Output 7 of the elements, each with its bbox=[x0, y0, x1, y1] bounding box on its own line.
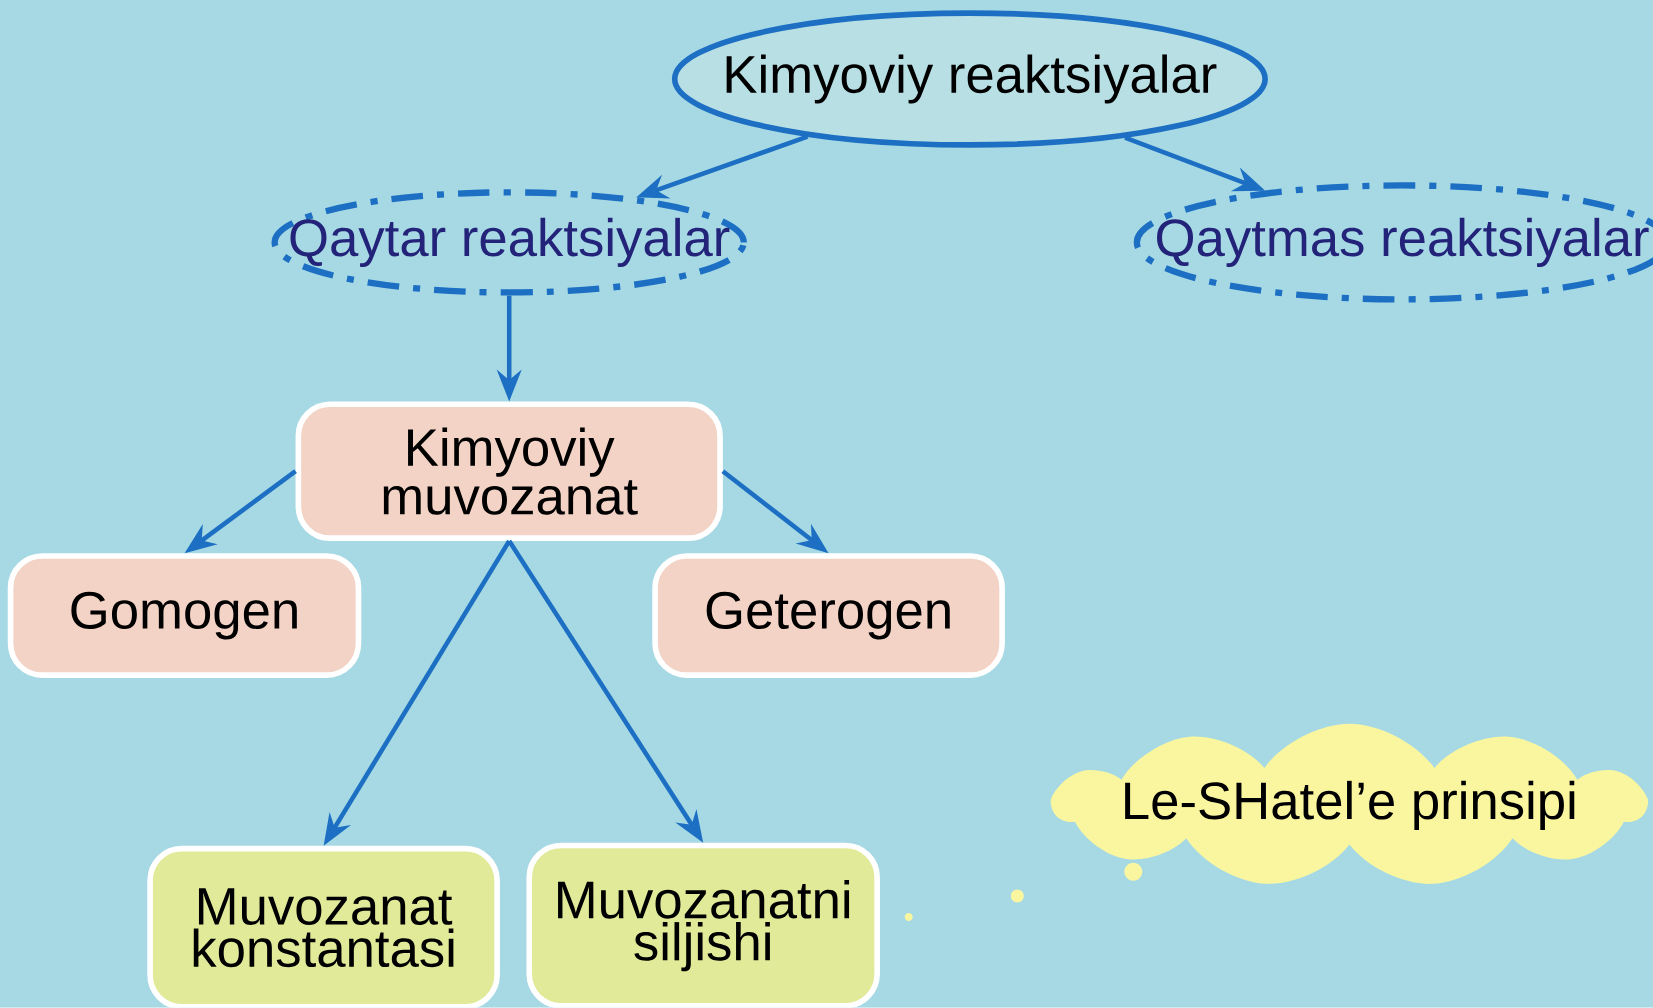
thought-cloud: Le-SHatel’e prinsipi bbox=[1050, 723, 1649, 884]
ellipse-node: Kimyoviy reaktsiyalar bbox=[671, 10, 1268, 148]
rounded-box: Kimyoviy muvozanat bbox=[295, 401, 723, 542]
rounded-box: Muvozanat konstantasi bbox=[147, 845, 500, 1008]
rounded-box: Geterogen bbox=[652, 553, 1005, 679]
rounded-box: Muvozanatni siljishi bbox=[526, 842, 880, 1008]
rounded-box: Gomogen bbox=[7, 553, 362, 679]
